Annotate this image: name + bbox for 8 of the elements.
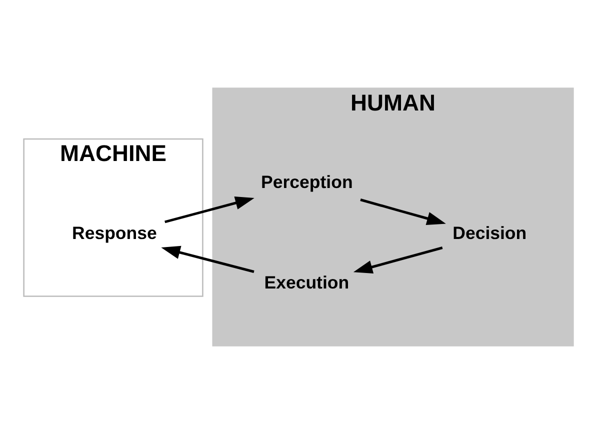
node-text: Perception xyxy=(261,172,353,192)
arrow xyxy=(360,198,446,224)
node-text: Execution xyxy=(264,272,350,292)
arrow xyxy=(164,196,254,223)
node-text: Response xyxy=(72,222,157,242)
arrow xyxy=(161,245,254,272)
arrow xyxy=(353,246,443,274)
node-text: Decision xyxy=(452,222,527,242)
